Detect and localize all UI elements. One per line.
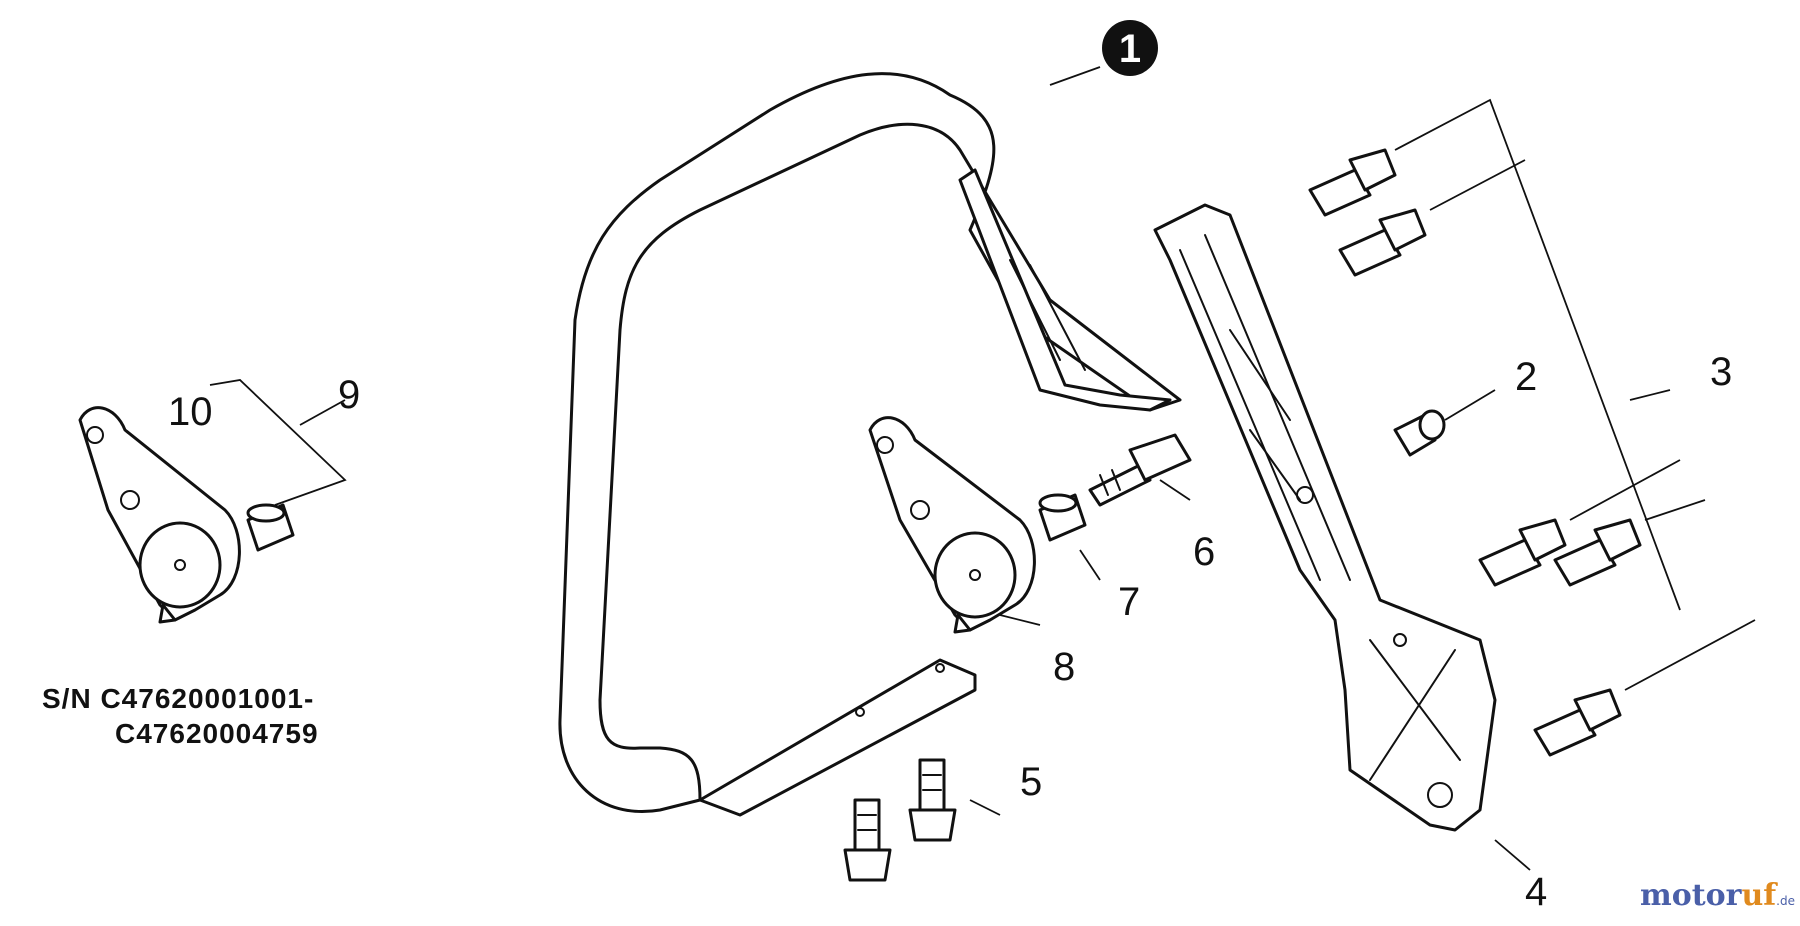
site-watermark: motoruf.de (1640, 878, 1795, 913)
callout-10: 10 (168, 390, 213, 434)
leader-lines (209, 66, 1756, 871)
serial-range-line2: C47620004759 (115, 718, 319, 749)
svg-text:1: 1 (1119, 27, 1141, 71)
callout-9: 9 (338, 373, 360, 417)
callout-1: 1 (1102, 20, 1158, 76)
screw-3e (1533, 688, 1622, 757)
bolt-5b (908, 758, 957, 842)
anchor-bracket-left (78, 406, 241, 624)
handle-bracket (1153, 203, 1497, 832)
callout-8: 8 (1053, 645, 1075, 689)
spacer-center (1038, 493, 1087, 542)
screw-3d (1553, 518, 1642, 587)
callout-7: 7 (1118, 580, 1140, 624)
anchor-bracket-center (868, 416, 1036, 634)
callout-4: 4 (1525, 870, 1547, 914)
screw-3b (1338, 208, 1427, 277)
bolt-6 (1088, 433, 1192, 507)
screw-3a (1308, 148, 1397, 217)
bolt-5a (843, 798, 892, 882)
spacer-left (246, 503, 295, 552)
callout-3: 3 (1710, 350, 1732, 394)
callout-6: 6 (1193, 530, 1215, 574)
front-handle-bar (558, 72, 1182, 817)
serial-range-line1: S/N C47620001001- (42, 683, 314, 714)
callout-5: 5 (1020, 760, 1042, 804)
screw-3c (1478, 518, 1567, 587)
svg-text:motoruf.de: motoruf.de (1640, 878, 1795, 913)
callout-2: 2 (1515, 355, 1537, 399)
plug-2 (1393, 409, 1446, 457)
